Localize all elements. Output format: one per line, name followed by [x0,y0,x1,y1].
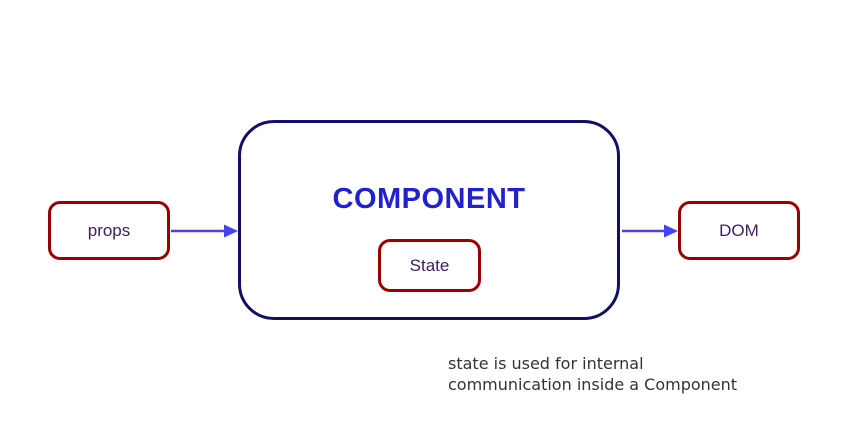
caption-line-2: communication inside a Component [448,375,738,394]
state-node: State [378,239,481,292]
caption: state is used for internal communication… [448,353,737,395]
props-node: props [48,201,170,260]
component-node [238,120,620,320]
state-node-label: State [409,255,450,275]
caption-line-1: state is used for internal [448,354,644,373]
arrow-right-icon [622,224,678,238]
props-node-label: props [87,220,131,240]
component-node-label: COMPONENT [332,183,526,215]
dom-node-label: DOM [719,220,759,240]
arrow-right-icon [171,224,238,238]
dom-node: DOM [678,201,800,260]
